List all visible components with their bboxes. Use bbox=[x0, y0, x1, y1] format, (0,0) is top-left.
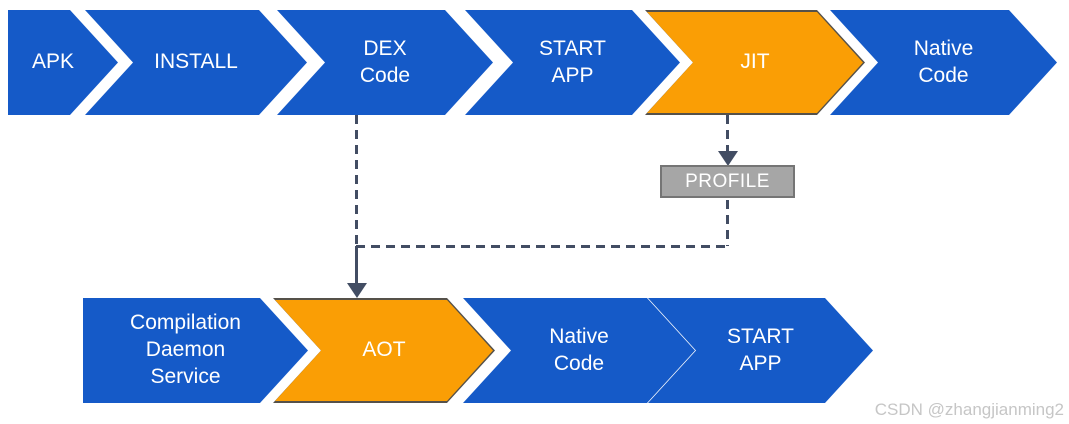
arrowhead-into-aot-icon bbox=[347, 283, 367, 298]
flow-step-compilation-daemon-service: Compilation Daemon Service bbox=[83, 298, 308, 403]
csdn-watermark: CSDN @zhangjianming2 bbox=[874, 400, 1064, 419]
flow-step-dex-code: DEX Code bbox=[277, 10, 493, 115]
connector-horizontal-dashed-line bbox=[356, 245, 728, 248]
flow-step-label: Compilation Daemon Service bbox=[130, 311, 241, 388]
flow-step-label: DEX Code bbox=[359, 36, 411, 87]
flow-step-label: JIT bbox=[740, 50, 770, 74]
arrowhead-into-profile-icon bbox=[718, 151, 738, 166]
connector-junction-to-aot-line bbox=[355, 246, 358, 284]
connector-profile-down-dashed-line bbox=[726, 200, 729, 246]
flow-step-label: APK bbox=[31, 50, 75, 74]
flow-step-label: START APP bbox=[727, 324, 794, 375]
profile-label: PROFILE bbox=[685, 170, 770, 192]
flow-step-install: INSTALL bbox=[85, 10, 307, 115]
flow-step-label: INSTALL bbox=[154, 50, 238, 74]
profile-box: PROFILE bbox=[660, 165, 795, 198]
connector-jit-to-profile-dashed-line bbox=[726, 115, 729, 153]
flow-step-label: AOT bbox=[362, 338, 406, 362]
flow-step-start-app: START APP bbox=[465, 10, 680, 115]
connector-dex-to-junction-dashed-line bbox=[355, 115, 358, 246]
flow-step-label: Native Code bbox=[913, 36, 974, 87]
flow-step-native-code-2: Native Code bbox=[463, 298, 695, 403]
flow-step-label: Native Code bbox=[549, 324, 609, 375]
flow-step-label: START APP bbox=[539, 36, 606, 87]
